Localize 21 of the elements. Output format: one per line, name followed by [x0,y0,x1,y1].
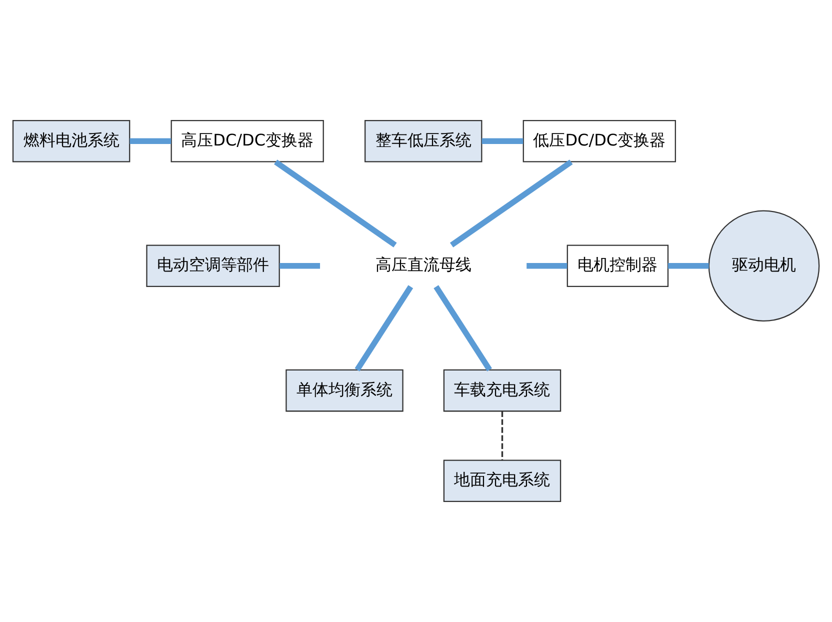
node-box: 低压DC/DC变换器 [522,120,676,162]
node-box: 车载充电系统 [443,369,562,412]
node-box: 单体均衡系统 [286,369,404,412]
connector [450,160,573,248]
node-box: 高压DC/DC变换器 [170,120,324,162]
connector [501,411,504,460]
connector [434,285,492,372]
connector [354,285,414,372]
node-circle: 驱动电机 [708,210,820,322]
connector [280,262,320,269]
connector [130,138,172,144]
node-box: 燃料电池系统 [12,120,130,162]
connector [482,138,524,144]
node-text: 高压直流母线 [375,255,472,274]
node-box: 电机控制器 [566,244,669,287]
node-box: 电动空调等部件 [146,244,280,287]
connector [526,262,568,269]
node-box: 地面充电系统 [443,460,562,502]
connector [668,262,709,269]
node-box: 整车低压系统 [364,120,482,162]
connector [274,160,397,248]
